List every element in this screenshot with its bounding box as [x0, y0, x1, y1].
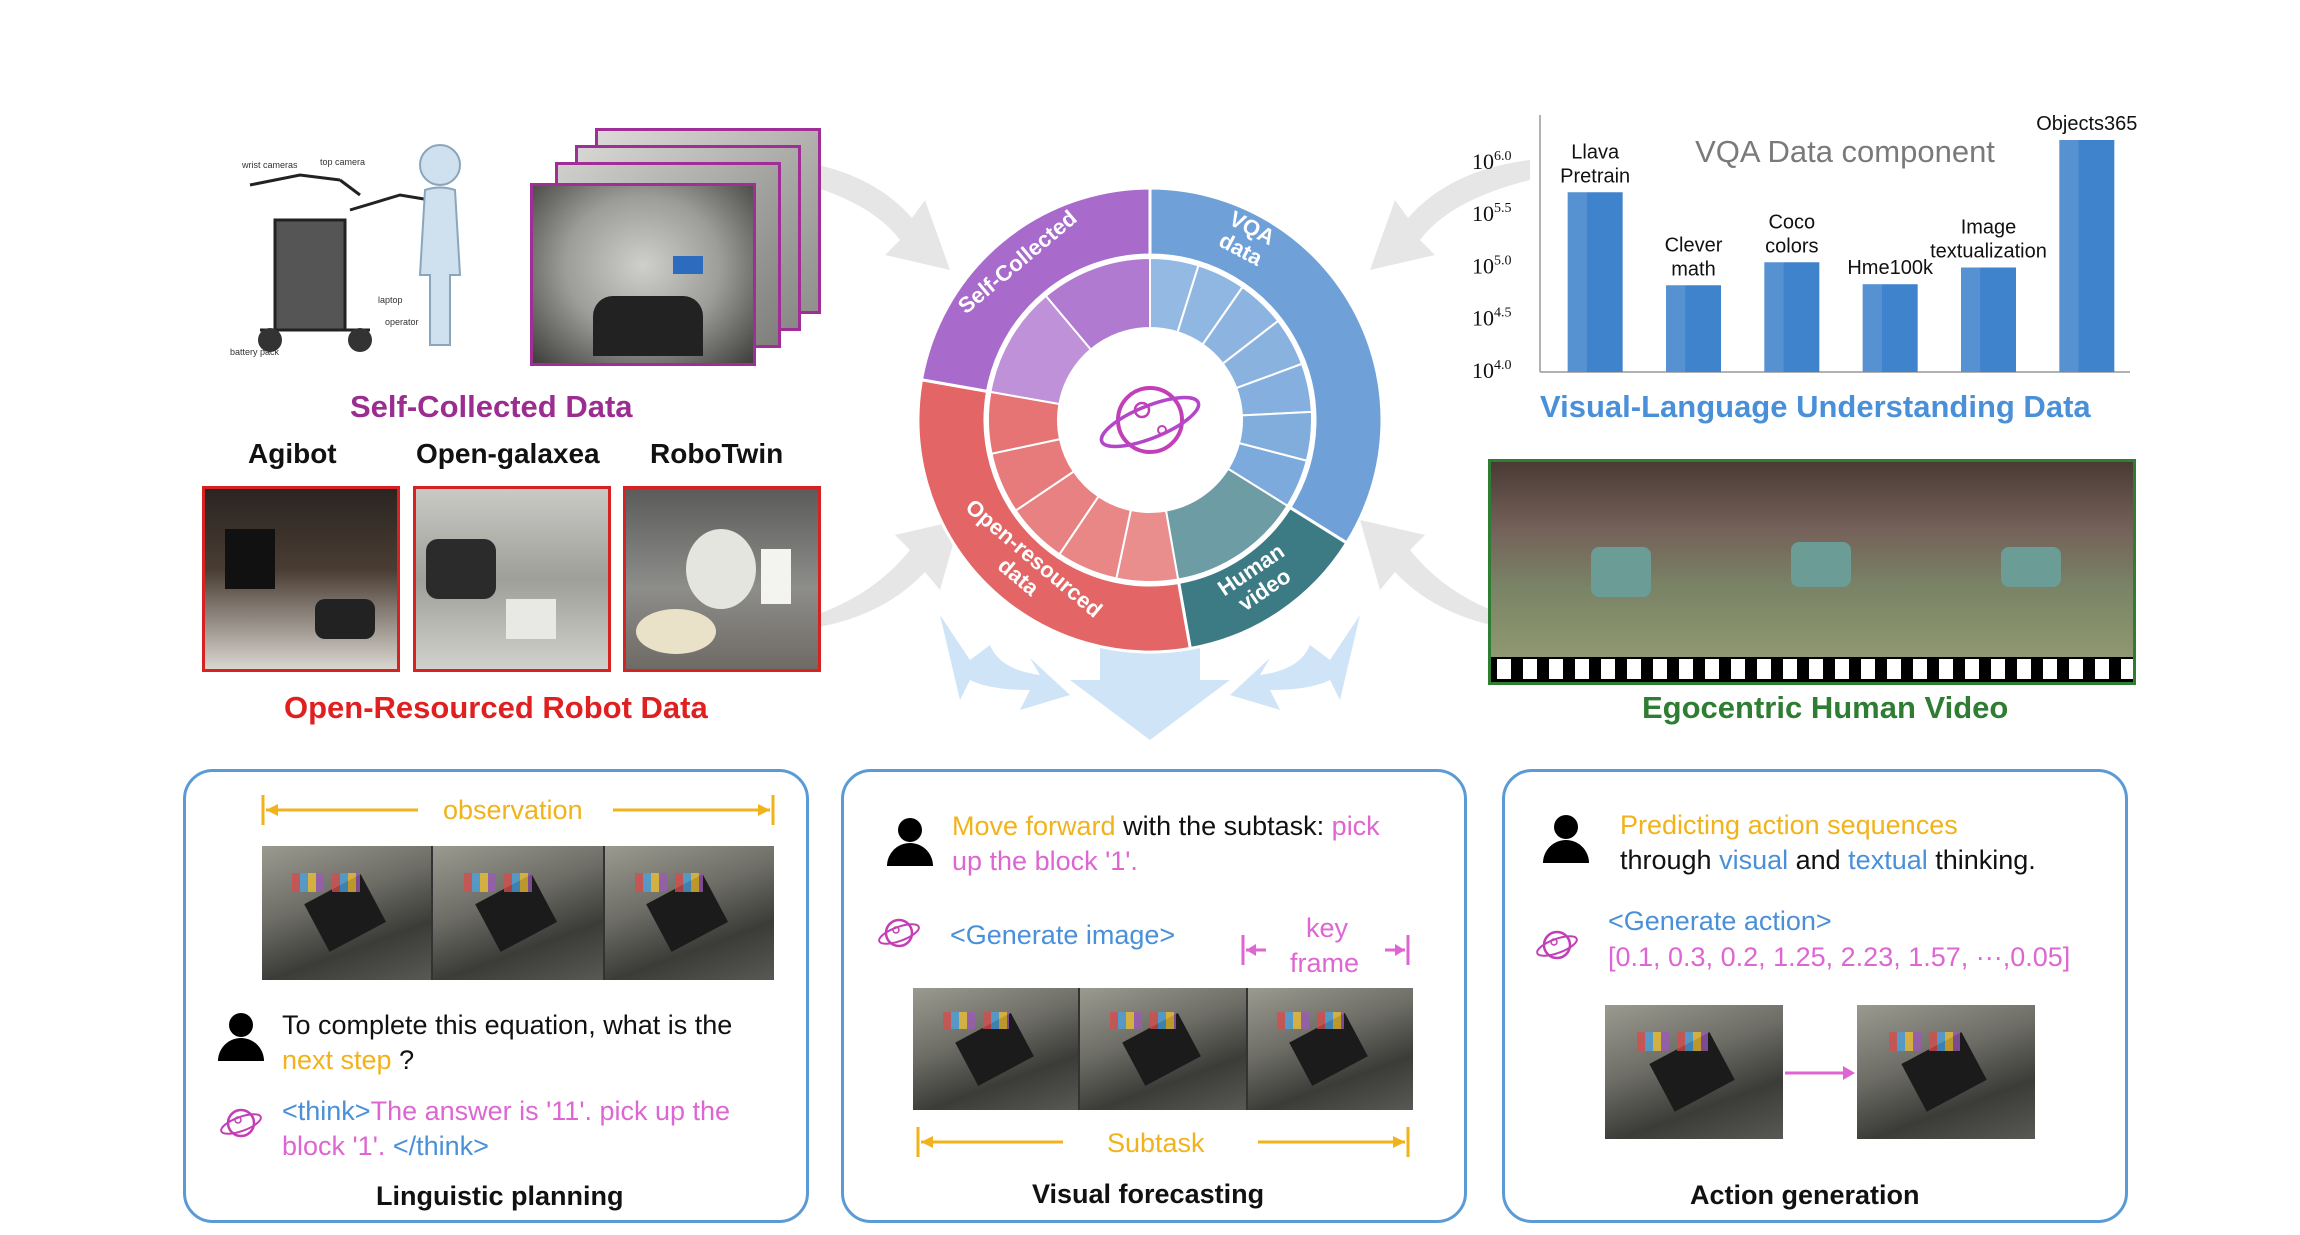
visual-panel-title: Visual forecasting [1032, 1179, 1265, 1209]
planet-logo-icon [1536, 930, 1578, 960]
panel-action-generation [1502, 769, 2128, 1223]
arrow-output-down [940, 615, 1360, 740]
tile-image-agibot [202, 486, 400, 672]
arrow-vqa [1370, 160, 1530, 270]
egocentric-video-strip [1488, 459, 2136, 685]
y-tick-label: 104.0 [1472, 358, 1512, 383]
observation-bracket [261, 795, 775, 825]
planet-logo-icon [878, 918, 920, 948]
tile-image-robotwin [623, 486, 821, 672]
vqa-bar [1567, 192, 1623, 372]
planet-logo-icon [220, 1108, 262, 1138]
linguistic-user-text-1: To complete this equation, what is the [282, 1010, 733, 1040]
arrow-self-collected [790, 160, 950, 270]
y-tick-label: 105.5 [1472, 201, 1512, 226]
ring-inner-segment [1044, 256, 1151, 351]
tile-image-open-galaxea [413, 486, 611, 672]
planet-logo-icon [1099, 386, 1201, 454]
vqa-bar [1862, 284, 1918, 372]
action-user-line-1: Predicting action sequences [1620, 810, 1958, 840]
vqa-bar-label: Objects365 [2036, 113, 2137, 135]
vqa-bar [2059, 140, 2115, 372]
setup-label-battery: battery pack [230, 347, 280, 357]
setup-label-operator: operator [385, 317, 419, 327]
ring-center [1062, 332, 1238, 508]
arrow-egocentric [1360, 520, 1520, 630]
tile-label-agibot: Agibot [248, 438, 337, 469]
action-image-after [1857, 1005, 2035, 1139]
self-collected-title: Self-Collected Data [350, 389, 633, 424]
forecast-images [913, 988, 1413, 1110]
visual-user-line-1: Move forward with the subtask: pick [952, 811, 1380, 841]
y-tick-label: 105.0 [1472, 253, 1512, 278]
setup-label-top: top camera [320, 157, 365, 167]
arrow-open-resourced [800, 520, 960, 630]
user-icon [218, 1013, 264, 1061]
vqa-section-title: Visual-Language Understanding Data [1540, 389, 2091, 424]
robot-setup-illustration: wrist cameras top camera laptop operator… [230, 144, 462, 357]
vqa-chart-title: VQA Data component [1695, 134, 1995, 169]
action-panel-title: Action generation [1690, 1180, 1920, 1210]
y-tick-label: 104.5 [1472, 306, 1512, 331]
ring-outer-segment [1148, 186, 1384, 546]
keyframe-bracket [1241, 935, 1410, 965]
tile-label-robotwin: RoboTwin [650, 438, 784, 469]
observation-images [262, 846, 774, 980]
y-tick-label: 106.0 [1472, 149, 1512, 174]
observation-label: observation [443, 795, 583, 825]
action-image-before [1605, 1005, 1783, 1139]
action-user-line-2: through visual and textual thinking. [1620, 845, 2036, 875]
keyframe-label-1: key [1306, 913, 1349, 943]
subtask-bracket [916, 1127, 1410, 1157]
vqa-bar [1764, 262, 1820, 372]
panel-linguistic-planning [183, 769, 809, 1223]
visual-user-line-2: up the block '1'. [952, 846, 1138, 876]
keyframe-label-2: frame [1290, 948, 1360, 978]
setup-label-laptop: laptop [378, 295, 403, 305]
vqa-bar [1961, 267, 2016, 372]
vqa-bar-chart: VQA Data component 106.0 105.5 105.0 104.5 10… [1472, 113, 2137, 383]
subtask-label: Subtask [1107, 1128, 1205, 1158]
self-collected-frame-front [530, 183, 756, 366]
egocentric-title: Egocentric Human Video [1642, 690, 2009, 725]
setup-label-wrist: wrist cameras [241, 160, 298, 170]
linguistic-think-line-1: <think>The answer is '11'. pick up the [282, 1096, 731, 1126]
linguistic-user-text-2: next step ? [282, 1045, 415, 1075]
vqa-bar [1666, 285, 1721, 372]
vqa-bar-label: Hme100k [1847, 257, 1934, 279]
linguistic-panel-title: Linguistic planning [376, 1181, 624, 1211]
action-values: [0.1, 0.3, 0.2, 1.25, 2.23, 1.57, ···,0.… [1608, 942, 2071, 972]
ring-outer-segment [919, 186, 1152, 394]
user-icon [887, 818, 933, 866]
tile-label-open-galaxea: Open-galaxea [416, 438, 600, 469]
generate-action-label: <Generate action> [1608, 906, 1832, 936]
user-icon [1543, 815, 1589, 863]
ring-outer-segment [916, 377, 1193, 654]
action-transition-arrow [1785, 1066, 1855, 1080]
linguistic-think-line-2: block '1'. </think> [282, 1131, 489, 1161]
open-resourced-title: Open-Resourced Robot Data [284, 690, 708, 725]
generate-image-label: <Generate image> [950, 920, 1176, 950]
data-composition-ring: VQAdataHumanvideoOpen-resourceddataSelf-… [916, 186, 1384, 654]
